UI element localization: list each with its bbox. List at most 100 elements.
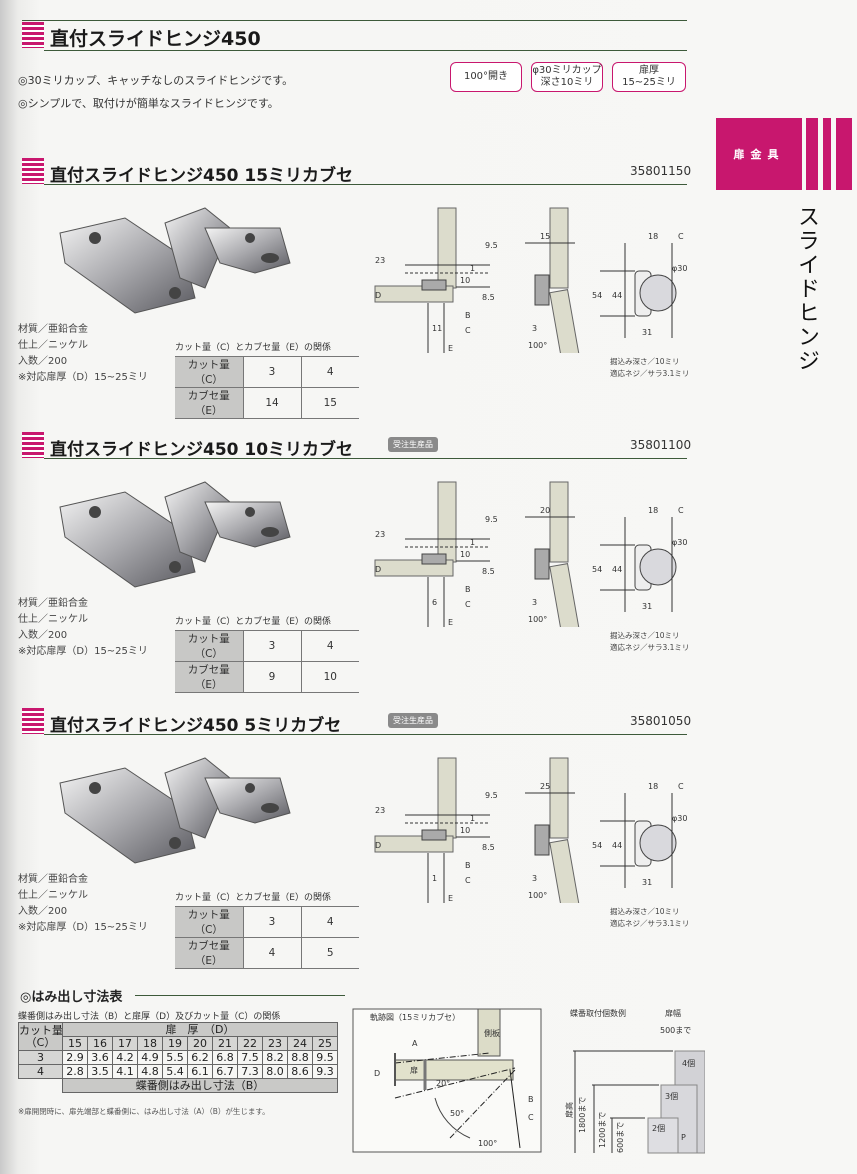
- mount-notes: 掘込み深さ／10ミリ 適応ネジ／サラ3.1ミリ: [610, 906, 689, 930]
- value-cell: 8.6: [287, 1064, 313, 1079]
- made-to-order-badge: 受注生産品: [388, 713, 438, 728]
- value-cell: 9.5: [311, 1050, 339, 1065]
- dim-label: E: [448, 344, 453, 353]
- value-cell: 2.8: [62, 1064, 88, 1079]
- angle-50: 50°: [450, 1109, 464, 1118]
- product-code: 35801100: [630, 438, 692, 452]
- spec-line: ※対応扉厚（D）15~25ミリ: [18, 922, 148, 933]
- value-cell: 3.5: [87, 1064, 113, 1079]
- value-cell: 4.8: [137, 1064, 163, 1079]
- value-cell: 8.2: [262, 1050, 288, 1065]
- intro-line: ◎30ミリカップ、キャッチなしのスライドヒンジです。: [18, 74, 294, 87]
- dim-label: 15: [540, 232, 550, 241]
- spec-line: 入数／200: [18, 356, 68, 367]
- pitch-label: P: [681, 1133, 686, 1142]
- product-code: 35801150: [630, 164, 692, 178]
- dim-b: B: [528, 1095, 534, 1104]
- divider: [44, 184, 687, 185]
- spec-list: 材質／亜鉛合金仕上／ニッケル入数／200※対応扉厚（D）15~25ミリ: [18, 596, 148, 660]
- dim-label: 6: [432, 598, 437, 607]
- dim-label: 31: [642, 602, 652, 611]
- height-1200: 1200まで: [598, 1112, 607, 1148]
- count-title: 蝶番取付個数例: [570, 1008, 626, 1018]
- dim-label: 23: [375, 530, 385, 539]
- mount-notes: 掘込み深さ／10ミリ 適応ネジ／サラ3.1ミリ: [610, 630, 689, 654]
- cell: 9: [243, 661, 302, 693]
- dim-label: 3: [532, 874, 537, 883]
- spec-line: 材質／亜鉛合金: [18, 324, 88, 335]
- dim-label: 10: [460, 550, 470, 559]
- row-header: カット量（C）: [18, 1022, 63, 1051]
- dim-label: 31: [642, 328, 652, 337]
- count-4: 4個: [682, 1058, 695, 1068]
- dim-label: C: [465, 326, 471, 335]
- dim-label: 31: [642, 878, 652, 887]
- spec-line: 材質／亜鉛合金: [18, 874, 88, 885]
- table-caption: カット量（C）とカブセ量（E）の関係: [175, 617, 331, 627]
- thickness-cell: 17: [112, 1036, 138, 1051]
- dim-label: 18: [648, 782, 658, 791]
- dim-label: C: [678, 232, 684, 241]
- table-row: カット量（C）扉 厚 （D）: [18, 1022, 339, 1051]
- row-label: カット量（C）: [175, 630, 244, 662]
- dim-a: A: [412, 1039, 418, 1048]
- note-line: 掘込み深さ／10ミリ: [610, 907, 680, 916]
- value-cell: 3.6: [87, 1050, 113, 1065]
- section-bar-icon: [22, 708, 44, 734]
- cell: 4: [243, 937, 302, 969]
- page-title: 直付スライドヒンジ450: [50, 28, 261, 50]
- dim-label: 10: [460, 826, 470, 835]
- note-line: 掘込み深さ／10ミリ: [610, 631, 680, 640]
- dim-label: 100°: [528, 341, 547, 350]
- spec-line: 入数／200: [18, 630, 68, 641]
- divider: [135, 995, 345, 996]
- height-1800: 1800まで: [578, 1097, 587, 1133]
- dim-label: φ30: [672, 264, 687, 273]
- divider: [44, 50, 687, 51]
- value-cell: 8.8: [287, 1050, 313, 1065]
- empty-cell: [19, 1079, 63, 1093]
- product-code: 35801050: [630, 714, 692, 728]
- dim-label: 10: [460, 276, 470, 285]
- spec-list: 材質／亜鉛合金仕上／ニッケル入数／200※対応扉厚（D）15~25ミリ: [18, 872, 148, 936]
- trajectory-title: 軌跡図（15ミリカブセ）: [370, 1012, 460, 1022]
- category-tab[interactable]: 扉金具: [716, 118, 802, 190]
- dim-label: 9.5: [485, 241, 498, 250]
- divider: [22, 20, 687, 21]
- angle-100: 100°: [478, 1139, 497, 1148]
- row-label: カブセ量（E）: [175, 661, 244, 693]
- hinge-photo: [59, 757, 291, 864]
- tab-stripe: [806, 118, 818, 190]
- dim-label: 18: [648, 232, 658, 241]
- height-600: 600まで: [616, 1122, 625, 1153]
- spec-line: 材質／亜鉛合金: [18, 598, 88, 609]
- header-text: （C）: [25, 1035, 56, 1049]
- dim-label: 1: [470, 264, 475, 273]
- protrusion-caption: 蝶番側はみ出し寸法（B）と扉厚（D）及びカット量（C）の関係: [18, 1012, 281, 1022]
- feature-text: 深さ10ミリ: [540, 77, 594, 88]
- dim-label: 11: [432, 324, 442, 333]
- section-bar-icon: [22, 158, 44, 184]
- thickness-cell: 15: [62, 1036, 88, 1051]
- value-cell: 4.9: [137, 1050, 163, 1065]
- note-line: 適応ネジ／サラ3.1ミリ: [610, 643, 690, 652]
- table-row: 蝶番側はみ出し寸法（B）: [19, 1078, 339, 1093]
- cell: 14: [243, 387, 302, 419]
- tab-stripe: [823, 118, 831, 190]
- thickness-cell: 21: [212, 1036, 238, 1051]
- door-label: 扉: [410, 1065, 418, 1075]
- cell: 3: [243, 356, 302, 388]
- cell: 10: [301, 661, 359, 693]
- dim-label: C: [465, 876, 471, 885]
- cut-cell: 4: [18, 1064, 63, 1079]
- width-max: 500まで: [660, 1026, 691, 1035]
- thickness-cell: 25: [311, 1036, 339, 1051]
- hinge-photo: [59, 207, 291, 314]
